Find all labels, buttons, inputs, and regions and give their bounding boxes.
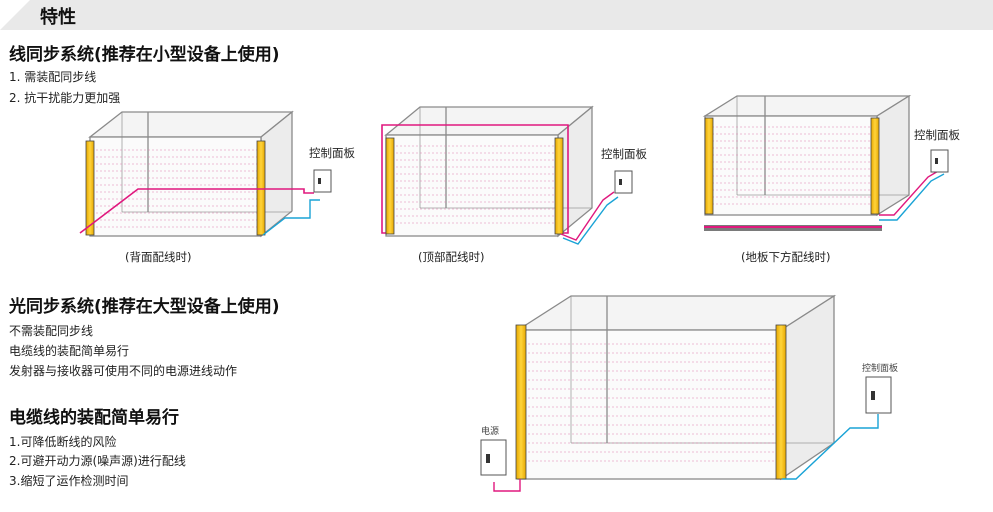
diagram-2-receiver xyxy=(554,137,564,235)
section-header-bar: 特性 xyxy=(0,0,993,30)
diagram-3-cube-frame xyxy=(702,94,912,217)
diagram-2-panel-sync-wire xyxy=(560,191,615,241)
diagram-2-sync-wire xyxy=(381,124,569,234)
diagram-3-signal-wire xyxy=(879,173,945,221)
large-diagram-power-box xyxy=(480,439,507,476)
diagram-1-control-panel xyxy=(313,169,332,193)
diagram-3-receiver xyxy=(870,117,880,215)
wire-sync-item-1: 1. 需装配同步线 xyxy=(9,70,97,84)
cable-item-1: 1.可降低断线的风险 xyxy=(9,435,117,449)
header-corner-decoration xyxy=(0,0,30,30)
diagram-1-caption: (背面配线时) xyxy=(125,250,192,264)
diagram-1-emitter xyxy=(85,140,95,236)
diagram-2-control-panel xyxy=(614,170,633,194)
diagram-1-cube-frame xyxy=(88,110,294,238)
large-diagram-control-panel xyxy=(865,376,892,414)
large-diagram-cube-frame xyxy=(515,294,837,481)
wire-sync-heading: 线同步系统(推荐在小型设备上使用) xyxy=(9,45,280,65)
diagram-2-top-wiring xyxy=(381,105,633,245)
large-diagram-receiver xyxy=(775,324,787,480)
optical-sync-item-1: 不需装配同步线 xyxy=(9,324,94,338)
optical-sync-item-2: 电缆线的装配简单易行 xyxy=(9,344,130,358)
cable-section-heading: 电缆线的装配简单易行 xyxy=(9,408,179,428)
diagram-3-emitter xyxy=(704,117,714,215)
diagram-3-sync-wire xyxy=(879,169,941,216)
large-diagram-panel-label: 控制面板 xyxy=(862,364,899,374)
diagram-3-caption: (地板下方配线时) xyxy=(741,250,831,264)
diagram-3-underfloor-wiring xyxy=(702,94,949,231)
diagram-1-panel-label: 控制面板 xyxy=(309,146,355,160)
diagram-2-light-beams xyxy=(392,145,555,224)
cable-item-3: 3.缩短了运作检测时间 xyxy=(9,474,129,488)
large-diagram-power-label: 电源 xyxy=(481,427,500,437)
large-diagram-emitter xyxy=(515,324,527,480)
large-diagram-signal-wire xyxy=(782,414,879,480)
large-diagram-power-wire xyxy=(493,479,521,492)
diagram-2-emitter xyxy=(385,137,395,235)
diagram-1-sync-wire xyxy=(79,188,314,234)
diagram-2-caption: (顶部配线时) xyxy=(418,250,485,264)
diagram-1-receiver xyxy=(256,140,266,236)
large-diagram-optical-sync xyxy=(480,294,892,492)
optical-sync-item-3: 发射器与接收器可使用不同的电源进线动作 xyxy=(9,364,238,378)
diagram-3-control-panel xyxy=(930,149,949,173)
diagram-3-panel-label: 控制面板 xyxy=(914,128,960,142)
diagram-3-floor-channel xyxy=(704,225,882,231)
diagram-2-signal-wire xyxy=(562,196,619,245)
wire-sync-item-2: 2. 抗干扰能力更加强 xyxy=(9,91,121,105)
cable-item-2: 2.可避开动力源(噪声源)进行配线 xyxy=(9,454,186,468)
diagram-3-light-beams xyxy=(712,126,872,205)
diagram-1-signal-wire xyxy=(262,199,320,236)
section-title: 特性 xyxy=(40,7,76,28)
diagram-2-panel-label: 控制面板 xyxy=(601,147,647,161)
diagram-1-back-wiring xyxy=(79,110,332,238)
optical-sync-heading: 光同步系统(推荐在大型设备上使用) xyxy=(9,297,280,317)
